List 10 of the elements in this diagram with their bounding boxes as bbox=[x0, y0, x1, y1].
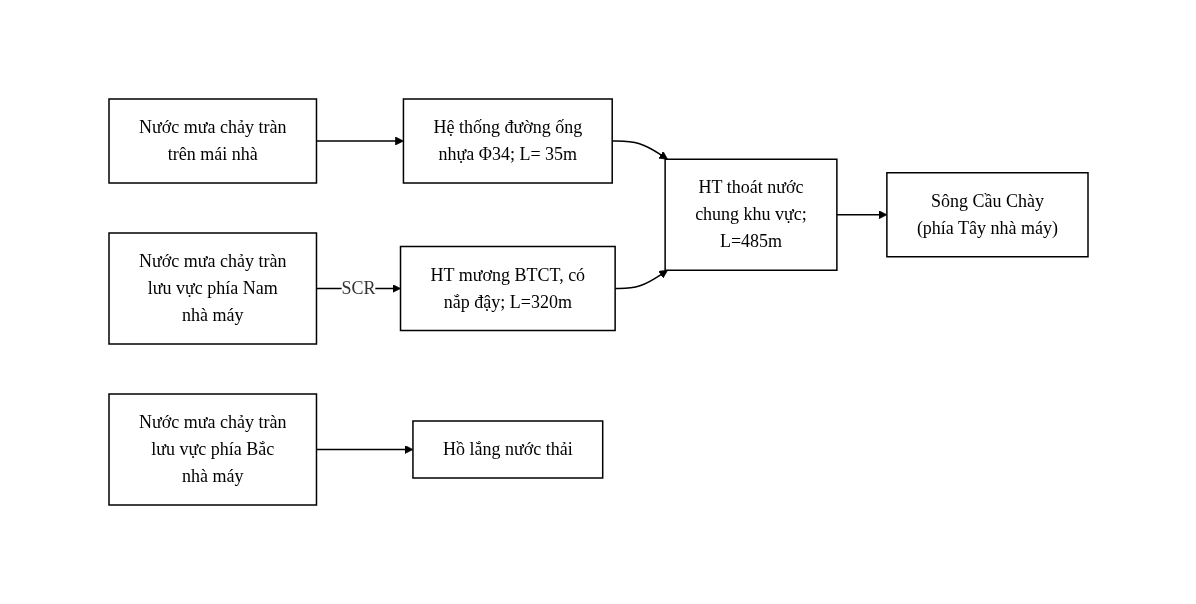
node-box: Hệ thống đường ống nhựa Φ34; L= 35m bbox=[402, 98, 613, 184]
edge-label: SCR bbox=[340, 278, 376, 298]
node-box: HT mương BTCT, có nắp đậy; L=320m bbox=[399, 245, 616, 332]
arrow bbox=[315, 445, 413, 454]
node-box: Nước mưa chảy tràn lưu vực phía Nam nhà máy bbox=[107, 232, 317, 345]
node-box: Sông Cầu Chày (phía Tây nhà máy) bbox=[885, 172, 1089, 258]
node-box: Hồ lắng nước thải bbox=[411, 420, 603, 479]
node-box: Nước mưa chảy tràn lưu vực phía Bắc nhà máy bbox=[107, 393, 317, 506]
node-box: HT thoát nước chung khu vực; L=485m bbox=[663, 158, 838, 271]
node-box: Nước mưa chảy tràn trên mái nhà bbox=[107, 98, 317, 184]
